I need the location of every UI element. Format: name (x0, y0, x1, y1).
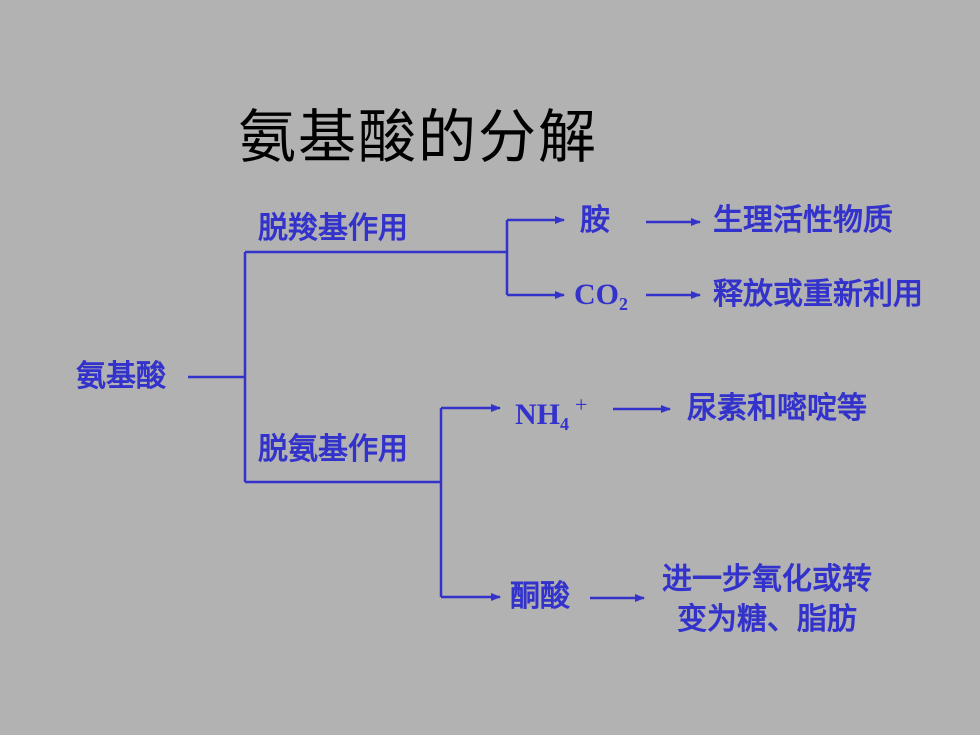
page-title: 氨基酸的分解 (238, 103, 599, 171)
fate-amine: 生理活性物质 (713, 203, 893, 238)
fate-co2: 释放或重新利用 (713, 277, 923, 312)
fate-nh4: 尿素和嘧啶等 (687, 391, 867, 426)
product-co2: CO2 (574, 278, 628, 314)
product-amine: 胺 (580, 203, 610, 238)
product-keto-acid: 酮酸 (510, 579, 570, 614)
root-label: 氨基酸 (76, 359, 166, 394)
fate-keto-line2: 变为糖、脂肪 (677, 602, 857, 637)
product-nh4: NH4+ (515, 392, 588, 434)
fate-keto-acid: 进一步氧化或转 变为糖、脂肪 (662, 560, 872, 640)
fate-keto-line1: 进一步氧化或转 (662, 562, 872, 597)
branch-deamination: 脱氨基作用 (258, 432, 408, 467)
branch-decarboxylation: 脱羧基作用 (258, 211, 408, 246)
